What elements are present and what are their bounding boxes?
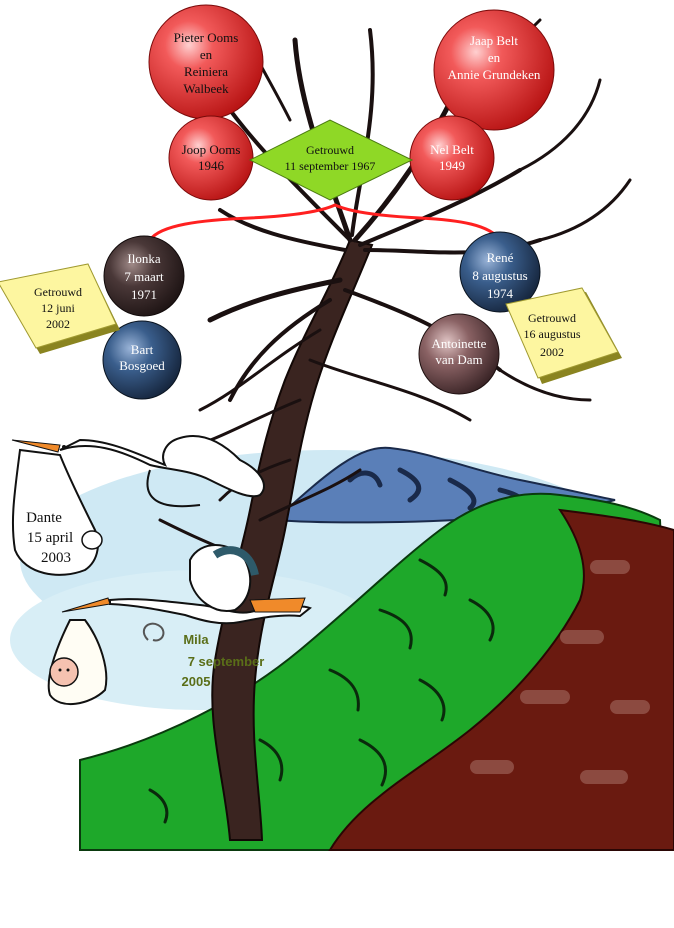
gp-left-name1: Pieter Ooms	[174, 30, 239, 45]
baby-bundle-dante	[11, 448, 103, 576]
note-right-title: Getrouwd	[528, 311, 576, 325]
baby-2-date2: 2005	[182, 674, 211, 689]
note-right: Getrouwd 16 augustus 2002	[505, 287, 622, 384]
descendant-connector	[148, 203, 502, 241]
soil-slope	[328, 508, 674, 851]
soil-stones	[470, 560, 650, 784]
child-right-name: René	[487, 250, 514, 265]
gp-left-name2b: Walbeek	[183, 81, 229, 96]
spouse-left-name1: Bart	[131, 342, 154, 357]
parent-right-name: Nel Belt	[430, 142, 474, 157]
parent-left-year: 1946	[198, 158, 225, 173]
gp-right-name1: Jaap Belt	[470, 33, 518, 48]
spouse-right-name1: Antoinette	[432, 336, 487, 351]
parent-right-year: 1949	[439, 158, 465, 173]
baby-2-name: Mila	[183, 632, 209, 647]
baby-1-date2: 2003	[41, 550, 71, 566]
child-right-date1: 8 augustus	[472, 268, 527, 283]
note-left-date1: 12 juni	[41, 301, 75, 315]
baby-1-name: Dante	[26, 510, 62, 526]
note-right-date1: 16 augustus	[524, 327, 581, 341]
child-left-name: Ilonka	[127, 251, 160, 266]
child-left-date2: 1971	[131, 287, 157, 302]
note-left-date2: 2002	[46, 317, 70, 331]
marriage-parents-date: 11 september 1967	[285, 159, 376, 173]
baby-dante-label: Dante 15 april 2003	[26, 510, 73, 566]
gp-left-name2a: Reiniera	[184, 64, 228, 79]
grass-strokes	[148, 558, 495, 824]
parent-left-name: Joop Ooms	[182, 142, 241, 157]
child-right-date2: 1974	[487, 286, 514, 301]
child-left-date1: 7 maart	[124, 269, 164, 284]
baby-1-date1: 15 april	[27, 530, 73, 546]
spouse-left-name2: Bosgoed	[119, 358, 165, 373]
gp-right-name2: Annie Grundeken	[448, 67, 541, 82]
stork-top	[11, 435, 265, 508]
baby-2-date1: 7 september	[188, 654, 265, 669]
baby-bundle-mila	[47, 619, 108, 706]
ball-child-left: Ilonka 7 maart 1971	[103, 235, 185, 317]
baby-mila-label: Mila 7 september 2005	[182, 632, 265, 689]
note-right-date2: 2002	[540, 345, 564, 359]
marriage-parents-title: Getrouwd	[306, 143, 354, 157]
gp-right-conj: en	[488, 50, 501, 65]
marriage-diamond-parents: Getrouwd 11 september 1967	[248, 119, 414, 201]
gp-left-conj: en	[200, 47, 213, 62]
note-left-title: Getrouwd	[34, 285, 82, 299]
note-left: Getrouwd 12 juni 2002	[0, 263, 120, 354]
spouse-right-name2: van Dam	[435, 352, 482, 367]
ball-child-right: René 8 augustus 1974	[459, 231, 541, 313]
stork-bottom	[61, 544, 312, 642]
